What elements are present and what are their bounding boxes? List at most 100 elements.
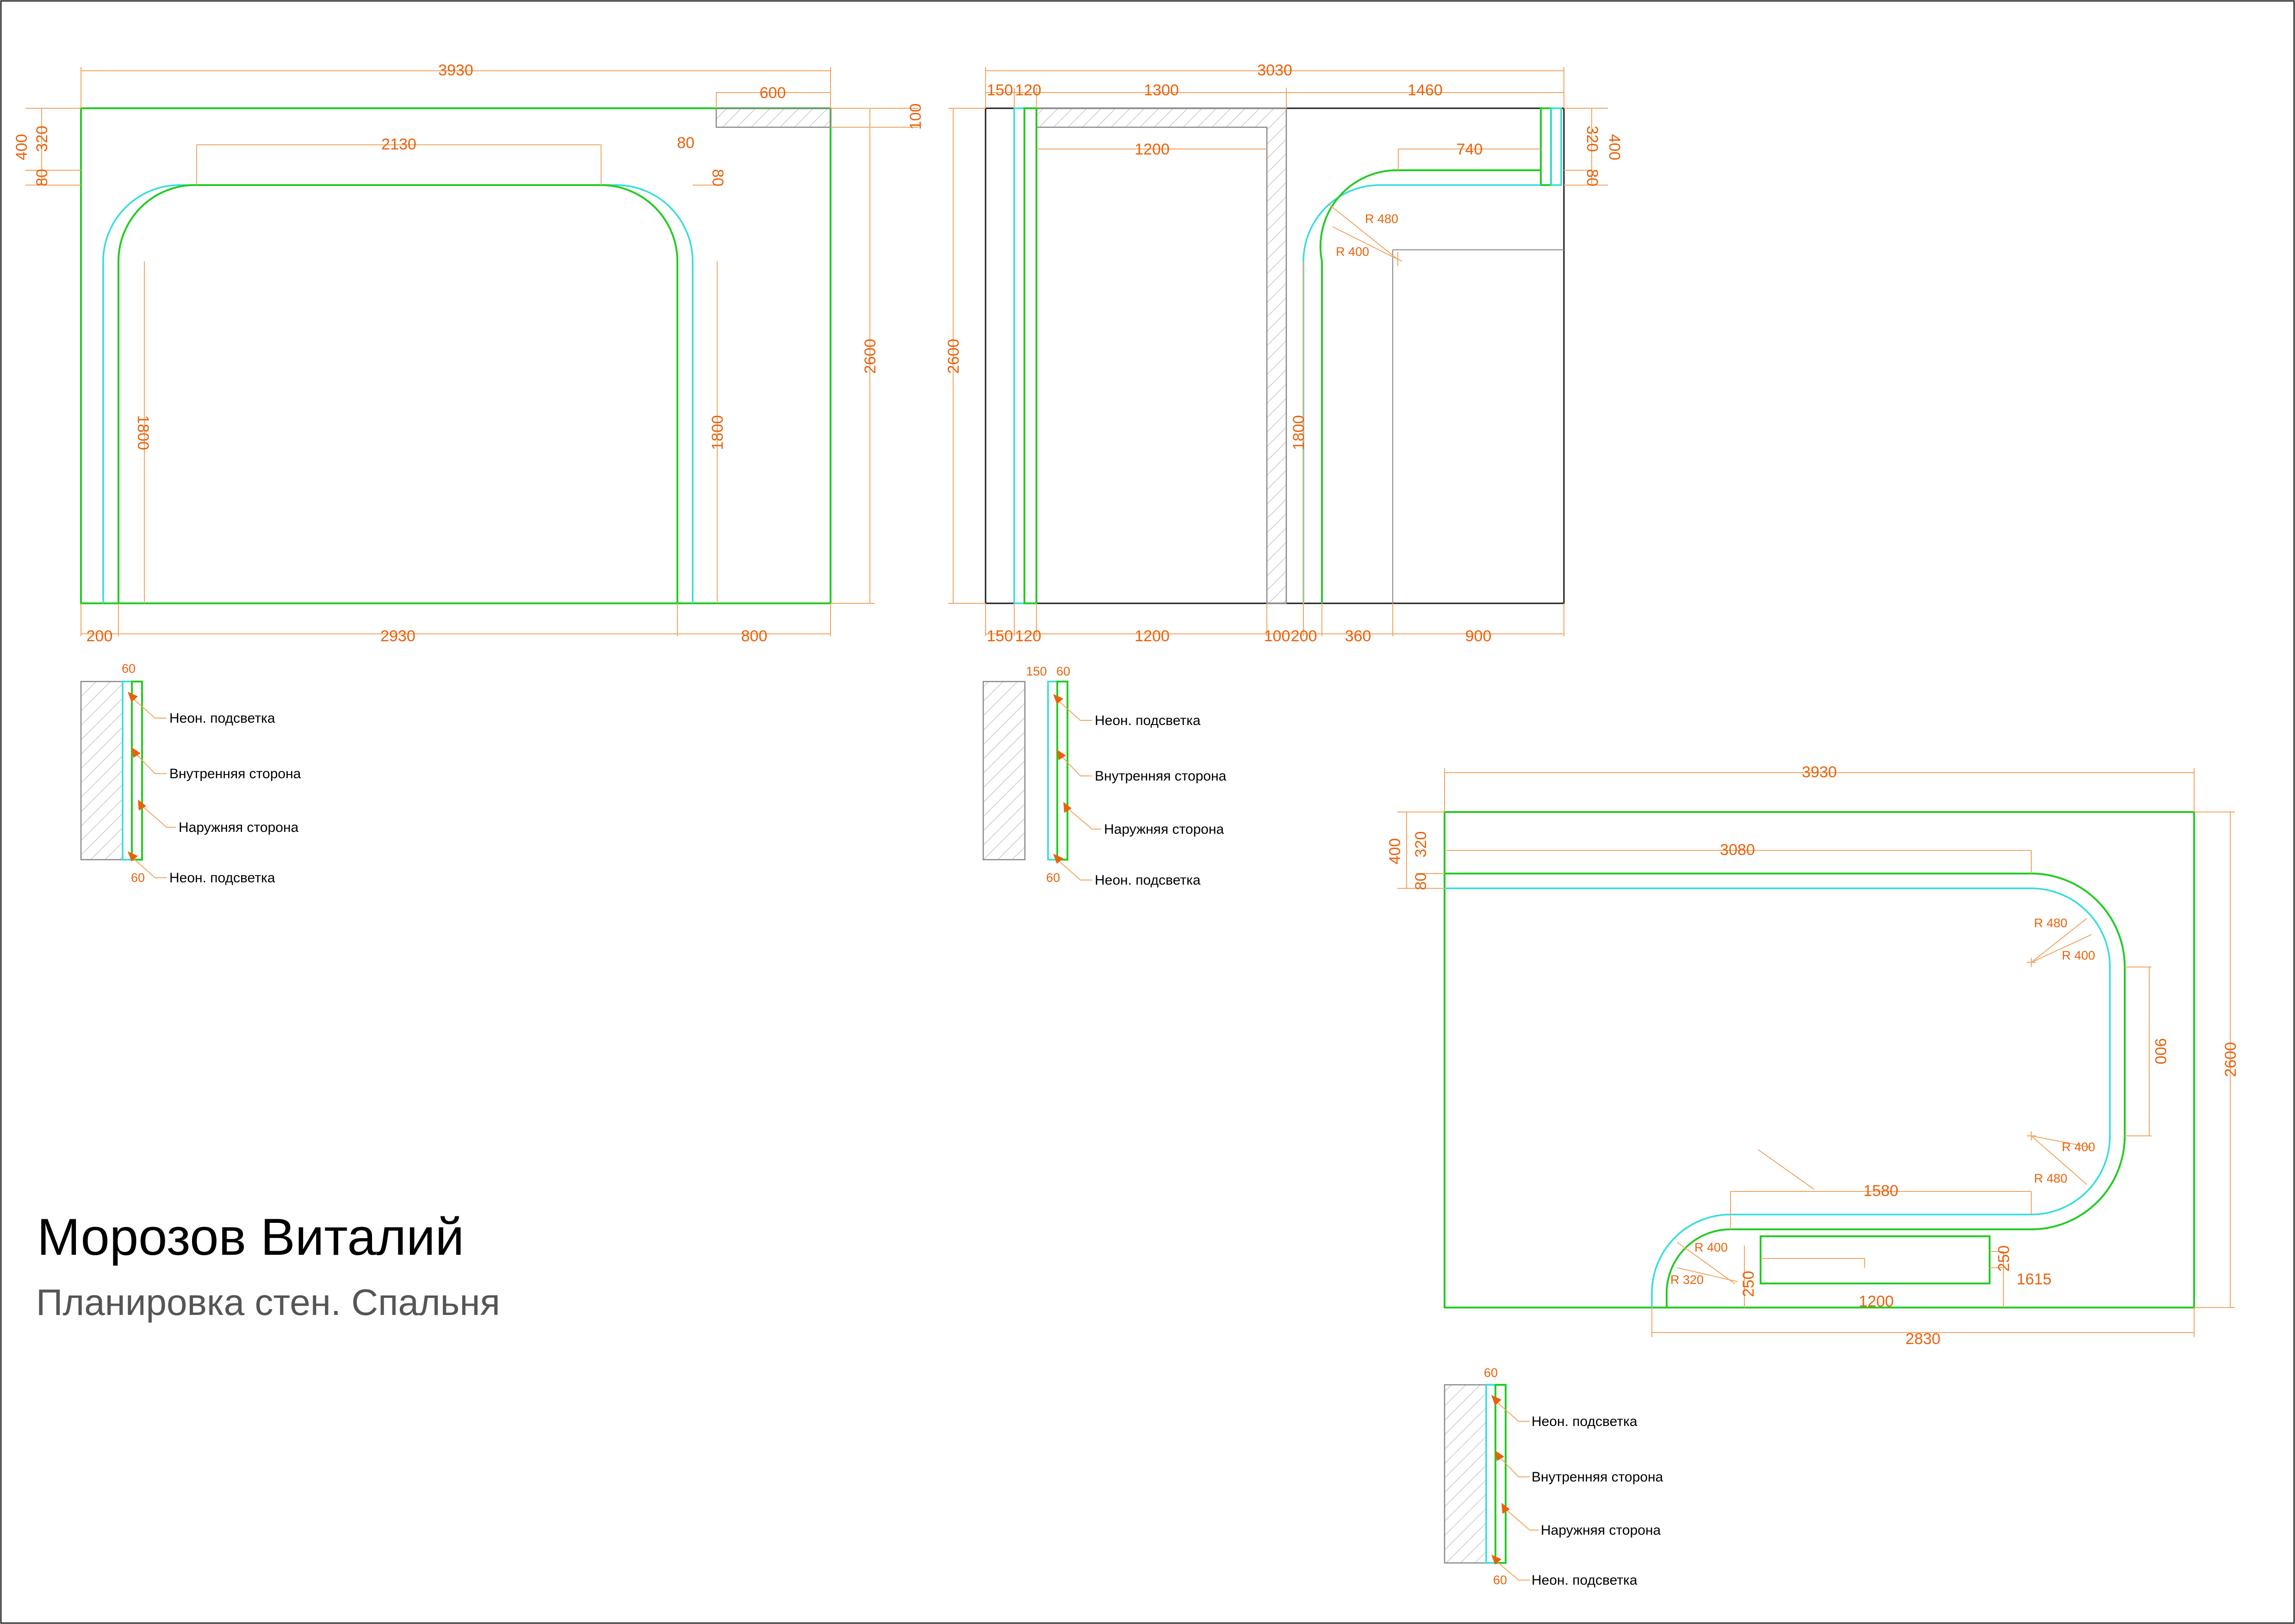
wall-2-left-strip-inner <box>1013 107 1025 604</box>
wall-2-dim-bottom-360: 360 <box>1345 627 1371 645</box>
wall-3-dim-1200: 1200 <box>1859 1293 1894 1310</box>
legend-2-arrow-2 <box>1057 750 1066 760</box>
wall-2-dim-1800: 1800 <box>1290 415 1308 450</box>
wall-2-dim-right-400: 400 <box>1606 134 1623 161</box>
wall-2-dim-right-320: 320 <box>1583 126 1601 152</box>
wall-3-radius-320: R 320 <box>1670 1273 1704 1287</box>
wall-2-radius-480: R 480 <box>1365 212 1398 226</box>
wall-3-radius-480-a: R 480 <box>2034 916 2067 930</box>
wall-2-dim-bottom-1200: 1200 <box>1135 627 1170 645</box>
wall-3-dim-lines <box>1397 768 2235 1337</box>
wall-3-dim-left-320: 320 <box>1412 831 1430 858</box>
legend-1-label-neon-bottom: Неон. подсветка <box>169 870 275 886</box>
legend-2-label-neon-top: Неон. подсветка <box>1095 713 1201 728</box>
wall-1-niche <box>715 107 831 128</box>
title-author: Морозов Виталий <box>37 1208 464 1266</box>
legend-1-inner-strip <box>122 681 133 861</box>
wall-3-dim-900: 900 <box>2152 1038 2169 1065</box>
wall-1-dim-niche: 600 <box>760 84 786 102</box>
wall-1-dim-lines <box>25 67 918 636</box>
wall-2-dim-bottom-900: 900 <box>1465 627 1492 645</box>
wall-1-dim-step: 100 <box>907 104 924 130</box>
wall-3-frame <box>1444 811 2195 1308</box>
wall-2-right-strip <box>1540 107 1552 186</box>
legend-2-label-neon-bottom: Неон. подсветка <box>1095 873 1201 888</box>
wall-2-right-strip-inner <box>1550 107 1562 186</box>
legend-3-arrow-3 <box>1501 1503 1510 1514</box>
wall-elevation-2: 3030 150 120 1300 1460 1200 740 320 400 … <box>945 62 1623 645</box>
wall-2-dim-bottom-100: 100 <box>1264 627 1290 645</box>
wall-elevation-1: 3930 600 2130 100 2600 400 320 80 80 80 … <box>13 62 924 645</box>
wall-2-dim-lines <box>949 67 1608 636</box>
legend-2-width-150: 150 <box>1026 664 1047 678</box>
legend-2-leaders <box>1055 698 1101 880</box>
legend-2-profile <box>1056 681 1068 861</box>
legend-3-label-neon-top: Неон. подсветка <box>1532 1414 1638 1429</box>
wall-3-radius-400-b: R 400 <box>2062 1140 2095 1154</box>
wall-2-dim-bottom-200: 200 <box>1291 627 1317 645</box>
legend-1-label-inner: Внутренняя сторона <box>169 766 301 781</box>
wall-1-dim-height: 2600 <box>862 339 879 374</box>
wall-3-outline <box>1444 812 1652 1308</box>
wall-2-partition <box>1036 107 1287 604</box>
legend-3-leaders <box>1494 1399 1539 1581</box>
legend-3-inner-strip <box>1485 1384 1496 1564</box>
wall-1-dim-offset-320: 320 <box>33 126 51 152</box>
wall-2-dim-inner-1200: 1200 <box>1135 141 1170 158</box>
legend-2-label-inner: Внутренняя сторона <box>1095 769 1227 784</box>
wall-1-dim-bottom-200: 200 <box>87 627 113 645</box>
legend-2-wall-section <box>982 681 1026 861</box>
wall-3-dim-height: 2600 <box>2222 1042 2239 1077</box>
wall-3-dim-2830: 2830 <box>1905 1330 1941 1348</box>
legend-3-label-inner: Внутренняя сторона <box>1532 1469 1663 1485</box>
wall-2-left-strip <box>1023 107 1037 604</box>
profile-legend-2: 150 60 60 Неон. подсветка Внутренняя сто… <box>982 664 1227 888</box>
wall-1-dim-top-span: 2130 <box>381 136 416 153</box>
legend-3-width-top: 60 <box>1484 1366 1498 1380</box>
wall-2-outer-contour <box>1319 169 1541 603</box>
wall-3-radius-400-c: R 400 <box>1694 1240 1728 1254</box>
legend-1-label-outer: Наружняя сторона <box>179 820 299 835</box>
legend-2-width-60-top: 60 <box>1056 664 1070 678</box>
wall-3-dim-left-400: 400 <box>1386 838 1404 865</box>
legend-1-arrow-1 <box>128 692 138 702</box>
legend-1-arrow-3 <box>138 800 146 811</box>
legend-1-width-bottom: 60 <box>131 871 145 885</box>
legend-1-profile <box>131 681 143 861</box>
wall-2-dim-bottom-150: 150 <box>987 627 1013 645</box>
wall-2-dim-top-1460: 1460 <box>1408 81 1443 99</box>
wall-2-radius-400: R 400 <box>1336 245 1369 259</box>
legend-1-arrow-4 <box>128 851 138 862</box>
wall-3-radius-400-a: R 400 <box>2062 948 2095 962</box>
wall-1-dim-offset-400: 400 <box>13 134 31 161</box>
legend-3-arrow-2 <box>1495 1450 1504 1461</box>
legend-2-width-60-bottom: 60 <box>1046 871 1060 885</box>
wall-1-dim-offset-80: 80 <box>33 169 51 186</box>
wall-1-dim-bottom-800: 800 <box>741 627 768 645</box>
legend-1-width-top: 60 <box>122 662 136 676</box>
wall-2-dim-right-80: 80 <box>1583 169 1601 186</box>
legend-1-leaders <box>130 696 176 878</box>
title-subtitle: Планировка стен. Спальня <box>36 1282 500 1323</box>
legend-1-label-neon-top: Неон. подсветка <box>169 711 275 726</box>
profile-legend-3: 60 60 Неон. подсветка Внутренняя сторона… <box>1444 1366 1663 1588</box>
legend-3-wall-section <box>1444 1384 1487 1564</box>
wall-1-outer-contour-right <box>601 184 678 603</box>
wall-3-outer-contour <box>1445 873 2126 1308</box>
legend-3-label-neon-bottom: Неон. подсветка <box>1532 1573 1638 1588</box>
wall-1-dim-bottom-2930: 2930 <box>380 627 416 645</box>
wall-3-dim-250-right: 250 <box>1995 1246 2013 1272</box>
wall-3-inner-contour <box>1445 887 2111 1308</box>
legend-3-width-bottom: 60 <box>1493 1573 1507 1587</box>
wall-1-dim-width: 3930 <box>438 62 473 79</box>
wall-2-dim-top-150: 150 <box>987 81 1013 99</box>
wall-2-door-line <box>1392 249 1564 603</box>
wall-2-inner-contour <box>1303 184 1541 603</box>
wall-1-dim-right-80b: 80 <box>709 169 726 186</box>
wall-2-dim-top-120: 120 <box>1015 81 1042 99</box>
wall-2-dim-bottom-120: 120 <box>1015 627 1042 645</box>
wall-3-dim-width: 3930 <box>1802 763 1837 781</box>
wall-2-dim-top-740: 740 <box>1457 141 1483 158</box>
